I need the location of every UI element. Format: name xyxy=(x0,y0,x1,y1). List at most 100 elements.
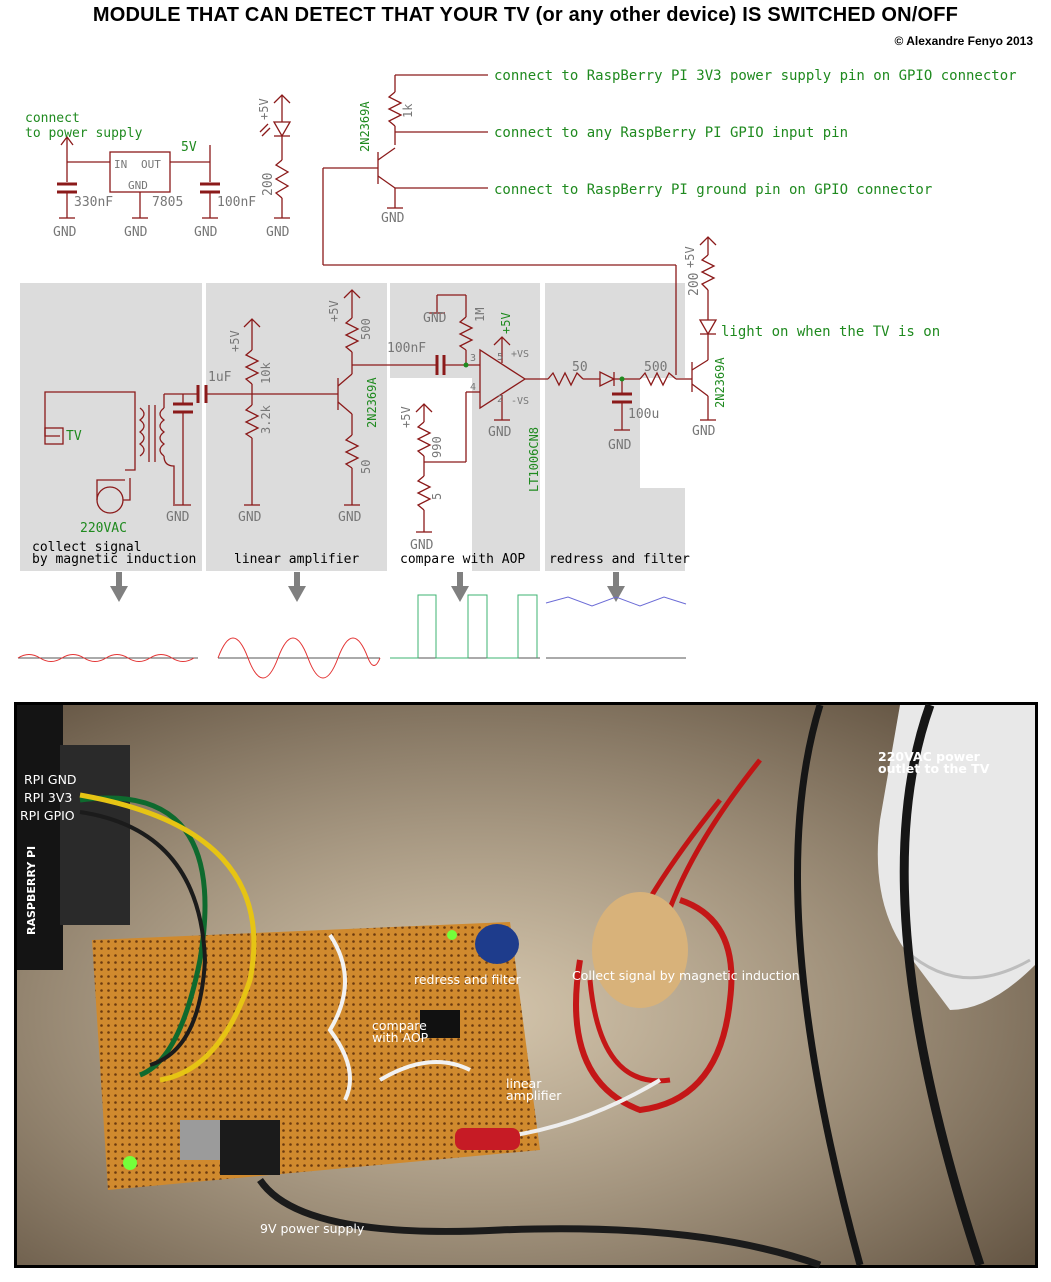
collect-label: Collect signal by magnetic induction xyxy=(572,968,800,983)
panel-label-amplifier: linear amplifier xyxy=(234,552,359,567)
svg-text:1uF: 1uF xyxy=(208,370,232,385)
redress-label: redress and filter xyxy=(414,972,521,987)
svg-text:10k: 10k xyxy=(259,362,273,384)
pickup-coil xyxy=(592,892,688,1008)
svg-text:GND: GND xyxy=(124,225,148,240)
svg-text:OUT: OUT xyxy=(141,158,161,171)
raspberry-pi-board xyxy=(17,705,63,970)
copyright: © Alexandre Fenyo 2013 xyxy=(894,34,1033,48)
led-stage-circuit xyxy=(691,236,718,421)
outlet-label-2: outlet to the TV xyxy=(878,761,990,776)
svg-text:200: 200 xyxy=(261,173,276,196)
connect-label: connect xyxy=(25,111,80,126)
svg-text:990: 990 xyxy=(430,436,444,458)
svg-text:330nF: 330nF xyxy=(74,195,113,210)
svg-text:+5V: +5V xyxy=(257,98,271,120)
panel-label-collect: collect signal xyxy=(32,540,142,555)
svg-text:5: 5 xyxy=(430,493,444,500)
svg-text:+5V: +5V xyxy=(327,300,341,322)
svg-text:4: 4 xyxy=(470,382,476,393)
svg-text:100nF: 100nF xyxy=(387,341,426,356)
svg-text:GND: GND xyxy=(128,179,148,192)
svg-text:+5V: +5V xyxy=(499,312,513,334)
panel-label-compare: compare with AOP xyxy=(400,552,525,567)
linear-label-2: amplifier xyxy=(506,1088,562,1103)
svg-text:+5V: +5V xyxy=(399,406,413,428)
svg-text:+5V: +5V xyxy=(683,246,697,268)
junction-dot xyxy=(619,376,625,382)
svg-text:+5V: +5V xyxy=(228,330,242,352)
rpi-gnd-label: RPI GND xyxy=(24,772,77,787)
svg-text:200: 200 xyxy=(687,273,702,296)
connector-red xyxy=(455,1128,520,1150)
connect-gpio-label: connect to any RaspBerry PI GPIO input p… xyxy=(494,125,848,141)
svg-text:-VS: -VS xyxy=(511,396,529,407)
compare-label-2: with AOP xyxy=(372,1030,429,1045)
svg-text:GND: GND xyxy=(692,424,716,439)
svg-text:GND: GND xyxy=(410,538,434,553)
power-jack xyxy=(220,1120,280,1175)
waveforms xyxy=(17,594,687,679)
svg-text:GND: GND xyxy=(381,211,405,226)
opamp-chip xyxy=(420,1010,460,1038)
panel-label-collect-2: by magnetic induction xyxy=(32,552,196,567)
schematic-text: connect to power supply 5V IN OUT GND 78… xyxy=(25,68,1017,567)
collect-circuit xyxy=(44,385,208,514)
svg-text:GND: GND xyxy=(608,438,632,453)
svg-text:2N2369A: 2N2369A xyxy=(713,357,727,408)
svg-text:TV: TV xyxy=(66,429,82,444)
svg-text:1M: 1M xyxy=(473,308,487,322)
compare-circuit xyxy=(415,294,527,533)
svg-text:+VS: +VS xyxy=(511,349,529,360)
led-supply-circuit xyxy=(259,94,292,219)
svg-text:GND: GND xyxy=(423,311,447,326)
svg-text:220VAC: 220VAC xyxy=(80,521,127,536)
power-outlet xyxy=(877,705,1035,1010)
svg-text:IN: IN xyxy=(114,158,127,171)
linear-label: linear xyxy=(506,1076,542,1091)
svg-text:2: 2 xyxy=(497,394,503,405)
rpi-3v3-label: RPI 3V3 xyxy=(24,790,72,805)
filter-circuit xyxy=(525,370,692,431)
panel-label-filter: redress and filter xyxy=(549,552,690,567)
capacitor xyxy=(475,924,519,964)
svg-text:GND: GND xyxy=(338,510,362,525)
power-supply-label: to power supply xyxy=(25,126,143,141)
svg-text:GND: GND xyxy=(238,510,262,525)
compare-label: compare xyxy=(372,1018,427,1033)
outlet-label: 220VAC power xyxy=(878,749,981,764)
v5-label: 5V xyxy=(181,140,197,155)
junction-dot xyxy=(463,362,469,368)
svg-text:GND: GND xyxy=(266,225,290,240)
amplifier-circuit xyxy=(206,289,480,506)
photo-frame xyxy=(14,702,1038,1268)
schematic-diagram: connect to power supply 5V IN OUT GND 78… xyxy=(17,68,1017,679)
svg-text:5: 5 xyxy=(497,352,503,363)
status-led xyxy=(123,1156,137,1170)
svg-text:3.2k: 3.2k xyxy=(259,404,273,434)
svg-text:7805: 7805 xyxy=(152,195,183,210)
rpi-gpio-label: RPI GPIO xyxy=(20,808,75,823)
connect-gnd-label: connect to RaspBerry PI ground pin on GP… xyxy=(494,182,932,198)
svg-text:100nF: 100nF xyxy=(217,195,256,210)
svg-text:50: 50 xyxy=(572,360,588,375)
svg-text:50: 50 xyxy=(359,460,373,474)
svg-text:LT1006CN8: LT1006CN8 xyxy=(527,427,541,492)
svg-text:500: 500 xyxy=(644,360,667,375)
svg-text:2N2369A: 2N2369A xyxy=(358,101,372,152)
svg-text:2N2369A: 2N2369A xyxy=(365,377,379,428)
svg-text:3: 3 xyxy=(470,353,476,364)
raspberry-pi-label: RASPBERRY PI xyxy=(25,846,38,935)
svg-text:GND: GND xyxy=(166,510,190,525)
svg-text:500: 500 xyxy=(359,318,373,340)
panel-arrows xyxy=(110,572,625,602)
supply-label: 9V power supply xyxy=(260,1221,365,1236)
svg-text:GND: GND xyxy=(53,225,77,240)
led-label: light on when the TV is on xyxy=(721,324,940,340)
svg-text:GND: GND xyxy=(488,425,512,440)
output-transistor-circuit xyxy=(322,74,677,375)
page-title: MODULE THAT CAN DETECT THAT YOUR TV (or … xyxy=(92,4,959,26)
photo-labels: RPI GND RPI 3V3 RPI GPIO RASPBERRY PI 22… xyxy=(20,749,990,1236)
svg-text:1k: 1k xyxy=(401,103,415,118)
perfboard xyxy=(92,922,540,1190)
